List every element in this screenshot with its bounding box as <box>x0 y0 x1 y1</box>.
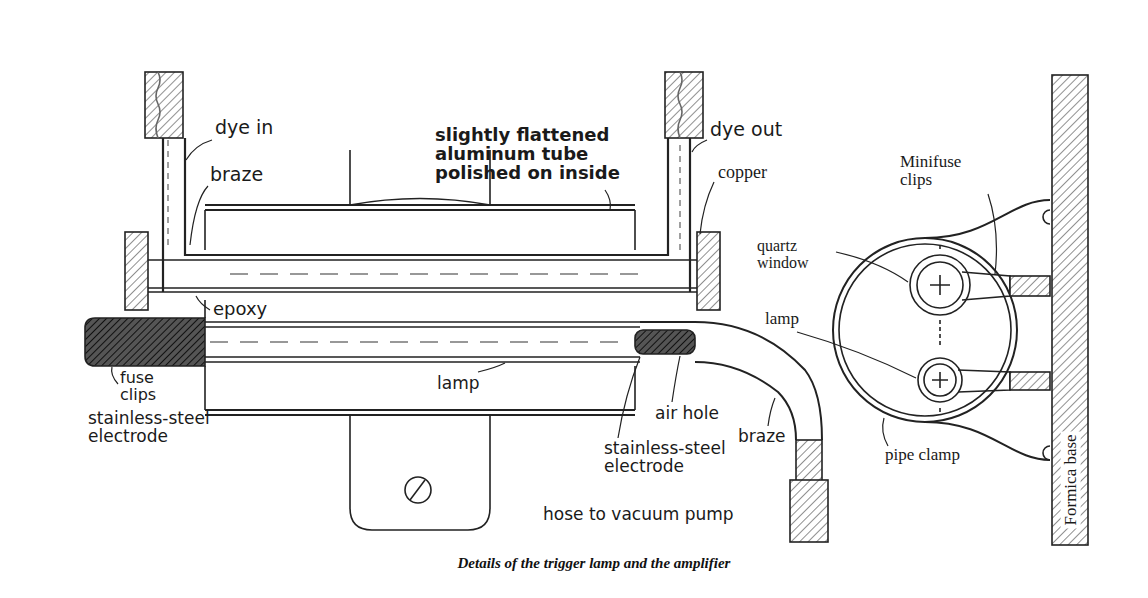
part-label: quartz window <box>757 238 837 272</box>
base-label: Formica base <box>1061 431 1081 528</box>
leader-line <box>797 332 916 378</box>
part-label: epoxy <box>213 300 267 319</box>
bracket <box>350 415 490 530</box>
formica-base <box>1052 75 1088 545</box>
leader-line <box>112 367 118 384</box>
hose-flow <box>678 72 682 138</box>
part-label: braze <box>738 428 786 446</box>
leader-line <box>618 357 640 438</box>
pipe-clamp <box>839 244 1011 416</box>
leader-line <box>692 140 707 152</box>
flow-arrow <box>679 140 681 250</box>
part-label: air hole <box>655 405 719 423</box>
leader-line <box>672 356 680 402</box>
part-label: dye in <box>215 118 273 138</box>
lamp-end <box>924 364 956 396</box>
part-label: stainless-steel electrode <box>88 410 263 446</box>
figure-caption: Details of the trigger lamp and the ampl… <box>458 555 731 572</box>
leader-line <box>768 398 775 426</box>
flange <box>125 232 148 310</box>
part-label: Minifuse clips <box>900 153 995 189</box>
lamp-outlet <box>640 322 822 440</box>
quartz-tube <box>148 260 700 292</box>
center-line <box>939 245 941 415</box>
flow-arrow <box>210 341 620 343</box>
vacuum-hose <box>790 480 828 542</box>
quartz-window-end <box>910 255 970 315</box>
screw <box>410 480 425 500</box>
fuse-clip <box>1010 372 1050 390</box>
part-label: copper <box>718 163 767 182</box>
part-label: dye out <box>710 120 782 140</box>
fuse-clip <box>1010 276 1050 296</box>
lamp-end <box>918 358 962 402</box>
leader-line <box>605 190 610 210</box>
flow-arrow <box>230 273 640 275</box>
leader-line <box>196 296 210 310</box>
dye-in-hose <box>145 72 183 138</box>
fuse-clip <box>958 272 1010 392</box>
lamp-tube <box>140 322 640 362</box>
pipe-clamp <box>833 238 1017 422</box>
part-label: pipe clamp <box>885 446 960 464</box>
aluminum-tube <box>205 205 635 415</box>
part-label: braze <box>210 165 263 185</box>
electrode <box>635 330 695 354</box>
part-label: fuse clips <box>120 370 180 404</box>
dye-out-hose <box>665 72 703 138</box>
screw <box>1043 210 1050 460</box>
electrode <box>85 318 205 366</box>
flow-arrow <box>167 140 169 250</box>
part-label: stainless-steel electrode <box>604 440 774 476</box>
clamp-band <box>925 200 1050 460</box>
cross <box>930 275 950 295</box>
leader-line <box>836 252 908 282</box>
aluminum-tube <box>205 210 635 410</box>
screw <box>405 477 431 503</box>
leader-line <box>883 418 888 446</box>
flange <box>697 232 720 310</box>
cross <box>932 372 948 388</box>
leader-line <box>988 194 996 274</box>
part-label: lamp <box>765 310 799 328</box>
part-label: lamp <box>437 375 480 393</box>
leader-line <box>478 363 505 372</box>
leader-line <box>186 140 212 160</box>
mount <box>350 199 490 206</box>
quartz-window-end <box>917 262 963 308</box>
hose-flow <box>156 72 160 138</box>
leader-line <box>190 186 208 245</box>
part-label: hose to vacuum pump <box>543 506 734 524</box>
leader-line <box>700 182 714 234</box>
part-label: slightly flattened aluminum tube polishe… <box>435 126 660 183</box>
copper-pipe <box>163 138 690 292</box>
